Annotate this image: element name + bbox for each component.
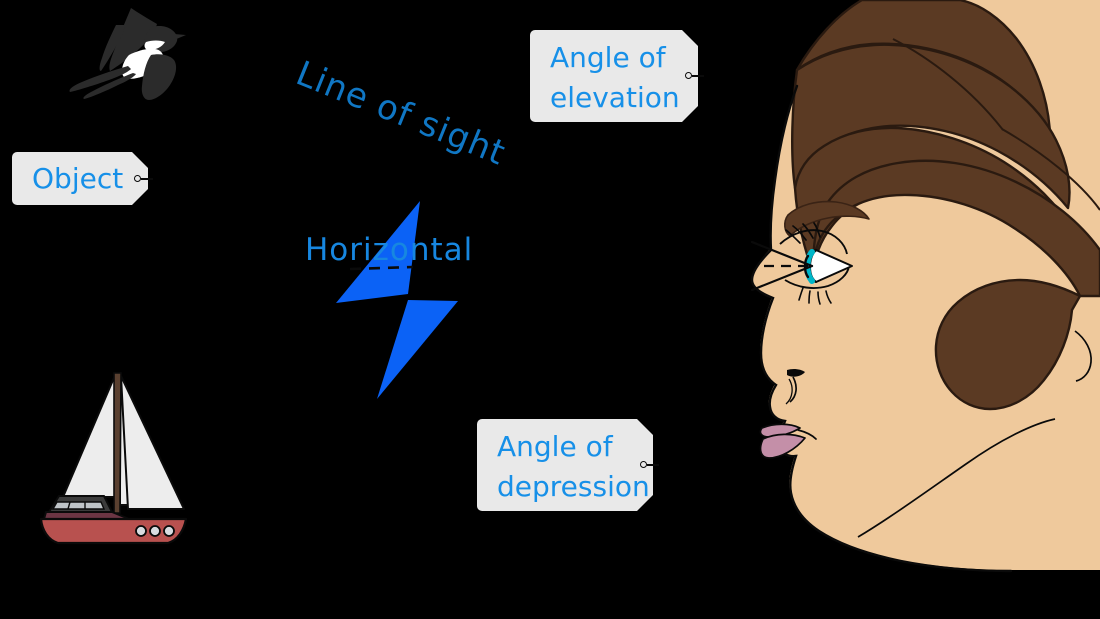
- tag-angle-of-depression-string: [647, 464, 659, 466]
- tag-angle-of-elevation-eyelet-icon: [685, 72, 692, 79]
- tag-object-label: Object: [32, 162, 124, 195]
- person-head-profile: [750, 0, 1100, 573]
- horizontal-label: Horizontal: [305, 232, 474, 268]
- angle-elevation-wedge: [336, 201, 420, 303]
- angle-depression-wedge: [377, 300, 458, 399]
- tag-angle-of-depression-line1: Angle of: [497, 430, 613, 463]
- tag-angle-of-elevation-string: [692, 75, 704, 77]
- sailboat-figure: [39, 372, 188, 545]
- tag-object-eyelet-icon: [134, 175, 141, 182]
- tag-angle-of-depression: Angle of depression: [477, 419, 653, 511]
- bird-figure: [69, 8, 186, 100]
- horizontal-dashed-line: [349, 265, 414, 271]
- tag-angle-of-elevation: Angle of elevation: [530, 30, 698, 122]
- tag-object-string: [141, 178, 153, 180]
- tag-angle-of-elevation-line1: Angle of: [550, 41, 666, 74]
- line-of-depression-ray: [750, 264, 814, 292]
- tag-angle-of-elevation-line2: elevation: [550, 80, 680, 114]
- line-of-sight-ray: [750, 240, 814, 268]
- tag-object: Object: [12, 152, 148, 205]
- tag-angle-of-depression-eyelet-icon: [640, 461, 647, 468]
- tag-angle-of-depression-line2: depression: [497, 469, 650, 503]
